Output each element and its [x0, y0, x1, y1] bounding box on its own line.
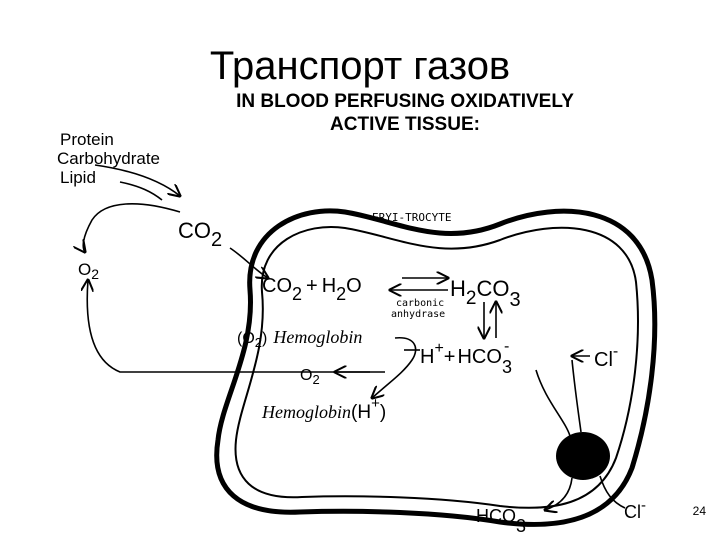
page-number: 24 — [692, 504, 706, 518]
arrow-loop-co2-o2 — [83, 203, 181, 252]
proton-and-bicarbonate: H++HCO3- — [420, 338, 512, 377]
substrate-lipid: Lipid — [60, 168, 96, 187]
hemoglobin-h: Hemoglobin(H+) — [261, 395, 386, 423]
carbonic-acid: H2CO3 — [450, 276, 521, 311]
substrate-carbohydrate: Carbohydrate — [57, 149, 160, 168]
chloride-outside: Cl- — [624, 497, 646, 522]
diagram-header-line1: IN BLOOD PERFUSING OXIDATIVELY — [236, 91, 574, 112]
substrate-protein: Protein — [60, 130, 114, 149]
line-chloride-out — [599, 475, 626, 509]
chloride-inside: Cl- — [594, 343, 618, 371]
arrow-oxyhb-to-hb-h — [372, 337, 417, 398]
bicarbonate-outside: HCO3- — [476, 499, 526, 536]
reaction-reactants: CO2+H2O — [262, 275, 362, 304]
arrow-bicarb-out — [545, 477, 573, 510]
diagram-header: IN BLOOD PERFUSING OXIDATIVELY ACTIVE TI… — [150, 90, 660, 136]
slide-title: Транспорт газов — [209, 44, 511, 88]
arrow-lipid-to-co2 — [119, 181, 163, 201]
released-o2: O2 — [300, 367, 320, 387]
line-o2-left-down — [87, 280, 385, 373]
diagram-header-line2: ACTIVE TISSUE: — [330, 114, 480, 135]
enzyme-label-line2: anhydrase — [391, 309, 445, 320]
erythrocyte-outer-membrane — [214, 208, 658, 527]
erythrocyte-inner-membrane — [234, 226, 639, 509]
erythrocyte-label: ERYI-TROCYTE — [372, 211, 451, 224]
line-chloride-to-exchanger — [571, 359, 582, 433]
arrow-co2-into-cell — [229, 247, 268, 278]
line-bicarb-to-exchanger — [535, 369, 571, 437]
tissue-co2: CO2 — [178, 218, 222, 251]
anion-exchanger — [556, 432, 610, 480]
enzyme-label-line1: carbonic — [396, 298, 444, 309]
tissue-o2: O2 — [78, 260, 99, 282]
arrow-substrates-to-co2 — [94, 164, 180, 196]
oxyhemoglobin: (O2)Hemoglobin — [237, 327, 362, 350]
